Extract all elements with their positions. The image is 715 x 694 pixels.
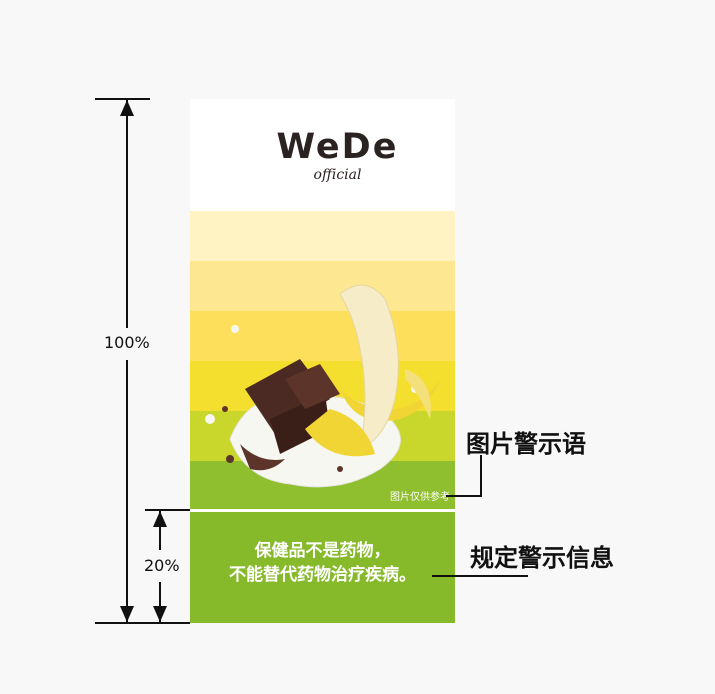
chocolate-drop [222, 406, 228, 412]
regulatory-warning-callout: 规定警示信息 [470, 544, 614, 572]
stripe-2 [190, 261, 455, 311]
banana [339, 284, 399, 450]
warning-text: 保健品不是药物， 不能替代药物治疗疾病。 [190, 539, 455, 587]
height-100-label: 100% [104, 333, 150, 352]
warning-panel [190, 512, 455, 623]
milk-drop [205, 414, 215, 424]
image-warning-callout: 图片警示语 [466, 430, 586, 458]
milk-drop [231, 325, 239, 333]
banana-peel [405, 369, 431, 419]
stripe-1 [190, 211, 455, 261]
chocolate-block [270, 394, 330, 454]
height-20-label: 20% [144, 556, 180, 575]
chocolate-splash [240, 444, 285, 471]
arrow-down-icon [120, 606, 134, 622]
image-reference-note: 图片仅供参考 [390, 492, 450, 503]
stripe-3 [190, 311, 455, 361]
brand-logo-sub: official [313, 167, 362, 183]
arrow-up-icon [153, 511, 167, 527]
chocolate-block [285, 364, 340, 409]
chocolate-drop [337, 466, 343, 472]
warning-line-2: 不能替代药物治疗疾病。 [229, 565, 416, 585]
warning-line-1: 保健品不是药物， [254, 541, 391, 561]
chocolate-drop [226, 455, 234, 463]
package-top-white-area [190, 99, 455, 211]
section-divider [190, 509, 455, 512]
callout-image-leader [446, 455, 482, 497]
arrow-up-icon [120, 100, 134, 116]
arrow-down-icon [153, 606, 167, 622]
fruit-slice [305, 409, 375, 457]
brand-logo: WeDe [276, 127, 399, 167]
product-package: WeDe official 图片仅供参考 保健品不是药物， 不能替代药物治疗疾病… [190, 99, 455, 623]
product-illustration [205, 284, 440, 488]
